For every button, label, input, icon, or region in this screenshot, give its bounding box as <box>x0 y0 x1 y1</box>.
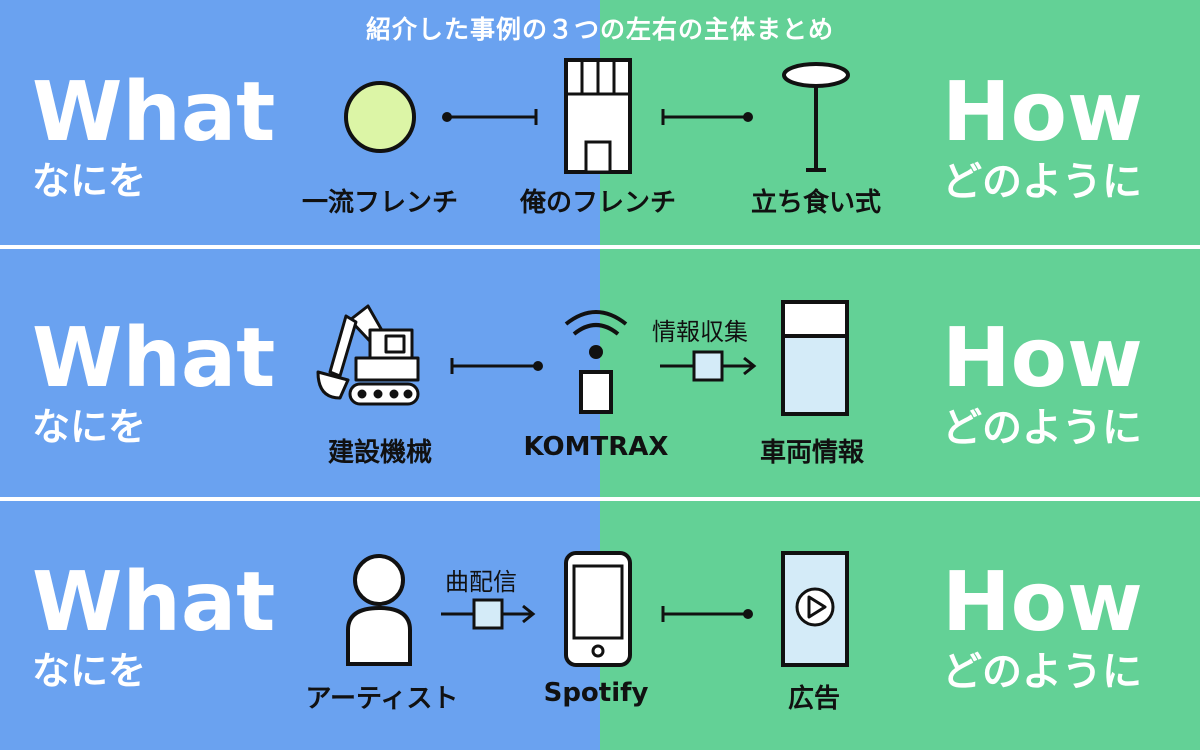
row-divider <box>0 245 1200 249</box>
how-heading: How <box>942 555 1143 650</box>
data-container-icon <box>781 300 849 416</box>
how-label-row1: How どのように <box>942 65 1143 205</box>
node-label: 建設機械 <box>327 438 432 468</box>
node-label: 俺のフレンチ <box>519 188 676 218</box>
what-label-row3: What なにを <box>32 555 276 693</box>
what-heading: What <box>32 311 276 406</box>
node-label: 立ち食い式 <box>750 188 881 218</box>
edge-label: 情報収集 <box>652 318 748 346</box>
edge-label: 曲配信 <box>445 568 517 596</box>
node-label: KOMTRAX <box>523 432 669 462</box>
how-subheading: どのように <box>942 405 1142 451</box>
data-flow-arrow <box>660 350 757 382</box>
person-icon <box>346 554 412 666</box>
how-label-row3: How どのように <box>942 555 1143 695</box>
what-subheading: なにを <box>32 159 147 203</box>
circle-icon <box>344 81 416 153</box>
node-label: 広告 <box>787 684 840 714</box>
node-label: 一流フレンチ <box>301 188 458 218</box>
node-label: 車両情報 <box>759 438 864 468</box>
connector-line <box>450 358 543 374</box>
node-label: Spotify <box>543 678 649 708</box>
connector-line <box>661 109 753 125</box>
what-heading: What <box>32 555 276 650</box>
what-subheading: なにを <box>32 649 147 693</box>
what-heading: What <box>32 65 276 160</box>
how-label-row2: How どのように <box>942 311 1143 451</box>
data-flow-arrow <box>441 598 536 630</box>
what-subheading: なにを <box>32 405 147 449</box>
standing-table-icon <box>782 62 850 172</box>
how-subheading: どのように <box>942 159 1142 205</box>
connector-line <box>442 109 538 125</box>
what-label-row2: What なにを <box>32 311 276 449</box>
building-icon <box>564 58 632 174</box>
excavator-icon <box>316 304 420 406</box>
video-ad-icon <box>781 551 849 667</box>
page-title: 紹介した事例の３つの左右の主体まとめ <box>365 15 834 44</box>
how-subheading: どのように <box>942 649 1142 695</box>
node-label: アーティスト <box>305 684 459 714</box>
smartphone-icon <box>564 551 632 667</box>
how-heading: How <box>942 65 1143 160</box>
wifi-device-icon <box>564 310 628 414</box>
connector-line <box>661 606 753 622</box>
row-divider <box>0 497 1200 501</box>
what-label-row1: What なにを <box>32 65 276 203</box>
how-heading: How <box>942 311 1143 406</box>
